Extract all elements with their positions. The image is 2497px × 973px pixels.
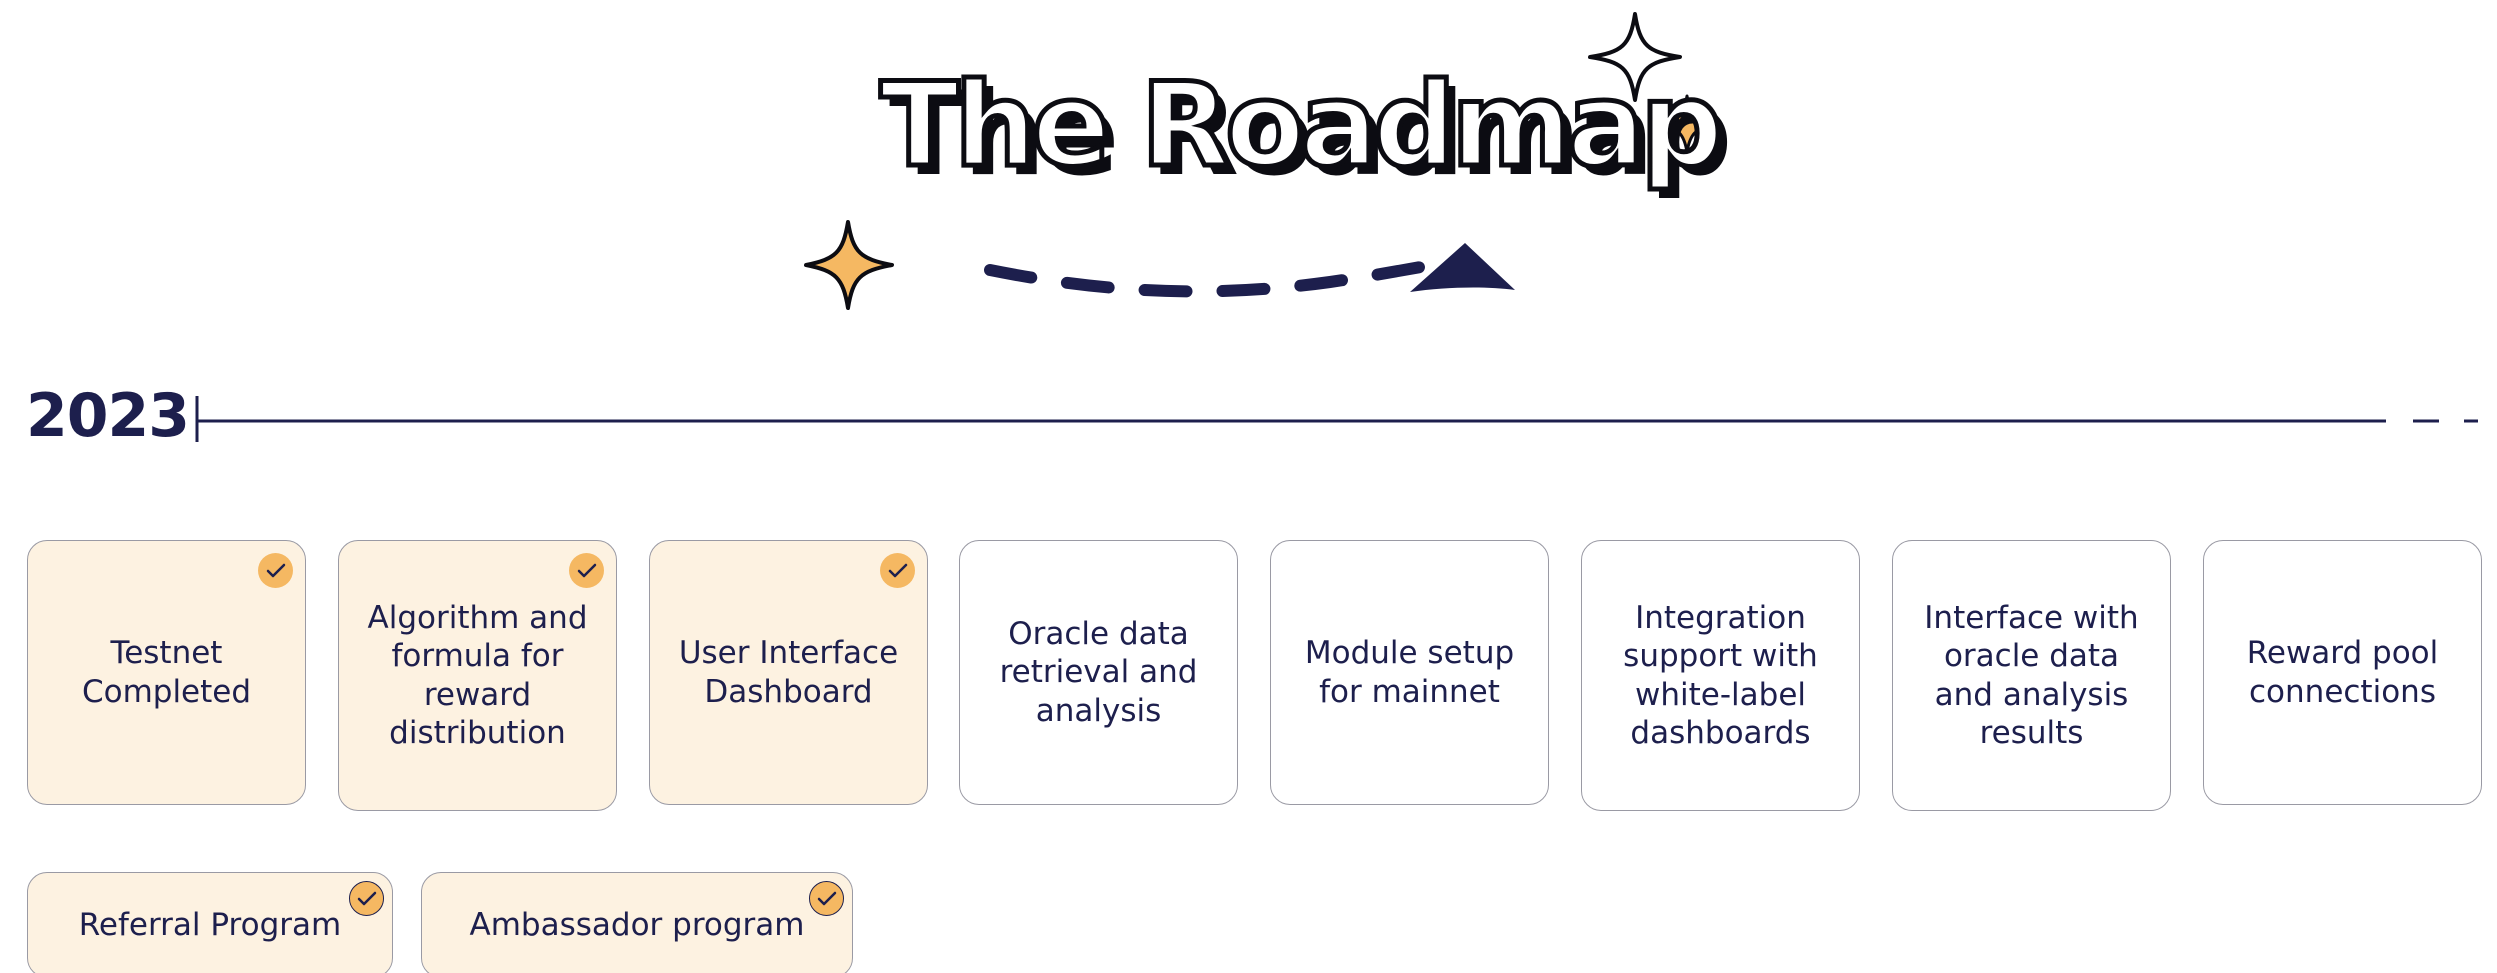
milestone-label: Reward pool connections <box>2246 635 2439 710</box>
page-title: The Roadmap <box>877 58 1725 193</box>
program-label: Ambassador program <box>469 906 805 943</box>
milestone-card-algorithm: Algorithm and formula for reward distrib… <box>338 540 617 811</box>
program-label: Referral Program <box>78 906 342 943</box>
check-icon <box>880 553 915 588</box>
milestone-label: Integration support with white-label das… <box>1623 600 1818 751</box>
check-icon <box>258 553 293 588</box>
program-card-referral: Referral Program <box>27 872 393 973</box>
program-card-ambassador: Ambassador program <box>421 872 853 973</box>
timeline-year: 2023 <box>26 381 190 451</box>
check-icon <box>809 881 844 916</box>
milestone-card-module-setup: Module setup for mainnet <box>1270 540 1549 805</box>
milestone-label: Oracle data retrieval and analysis <box>999 616 1198 729</box>
milestone-card-ui-dashboard: User Interface Dashboard <box>649 540 928 805</box>
check-icon <box>569 553 604 588</box>
milestone-label: Algorithm and formula for reward distrib… <box>367 600 588 751</box>
sparkle-star-icon <box>804 220 894 310</box>
sparkle-star-icon <box>1588 12 1682 102</box>
hero-decorations <box>804 12 1716 310</box>
milestone-card-testnet: Testnet Completed <box>27 540 306 805</box>
milestone-card-reward-pool: Reward pool connections <box>2203 540 2482 805</box>
milestone-card-oracle-data: Oracle data retrieval and analysis <box>959 540 1238 805</box>
milestone-card-interface-oracle: Interface with oracle data and analysis … <box>1892 540 2171 811</box>
milestone-label: User Interface Dashboard <box>678 635 899 710</box>
dashed-arrow-icon <box>984 243 1515 298</box>
sparkle-star-icon <box>1658 94 1716 154</box>
check-icon <box>349 881 384 916</box>
milestone-card-integration: Integration support with white-label das… <box>1581 540 1860 811</box>
timeline-line <box>195 396 2478 442</box>
milestone-label: Interface with oracle data and analysis … <box>1924 600 2139 751</box>
hero: The Roadmap <box>0 0 2497 330</box>
milestone-label: Testnet Completed <box>81 635 252 710</box>
milestone-label: Module setup for mainnet <box>1304 635 1515 710</box>
